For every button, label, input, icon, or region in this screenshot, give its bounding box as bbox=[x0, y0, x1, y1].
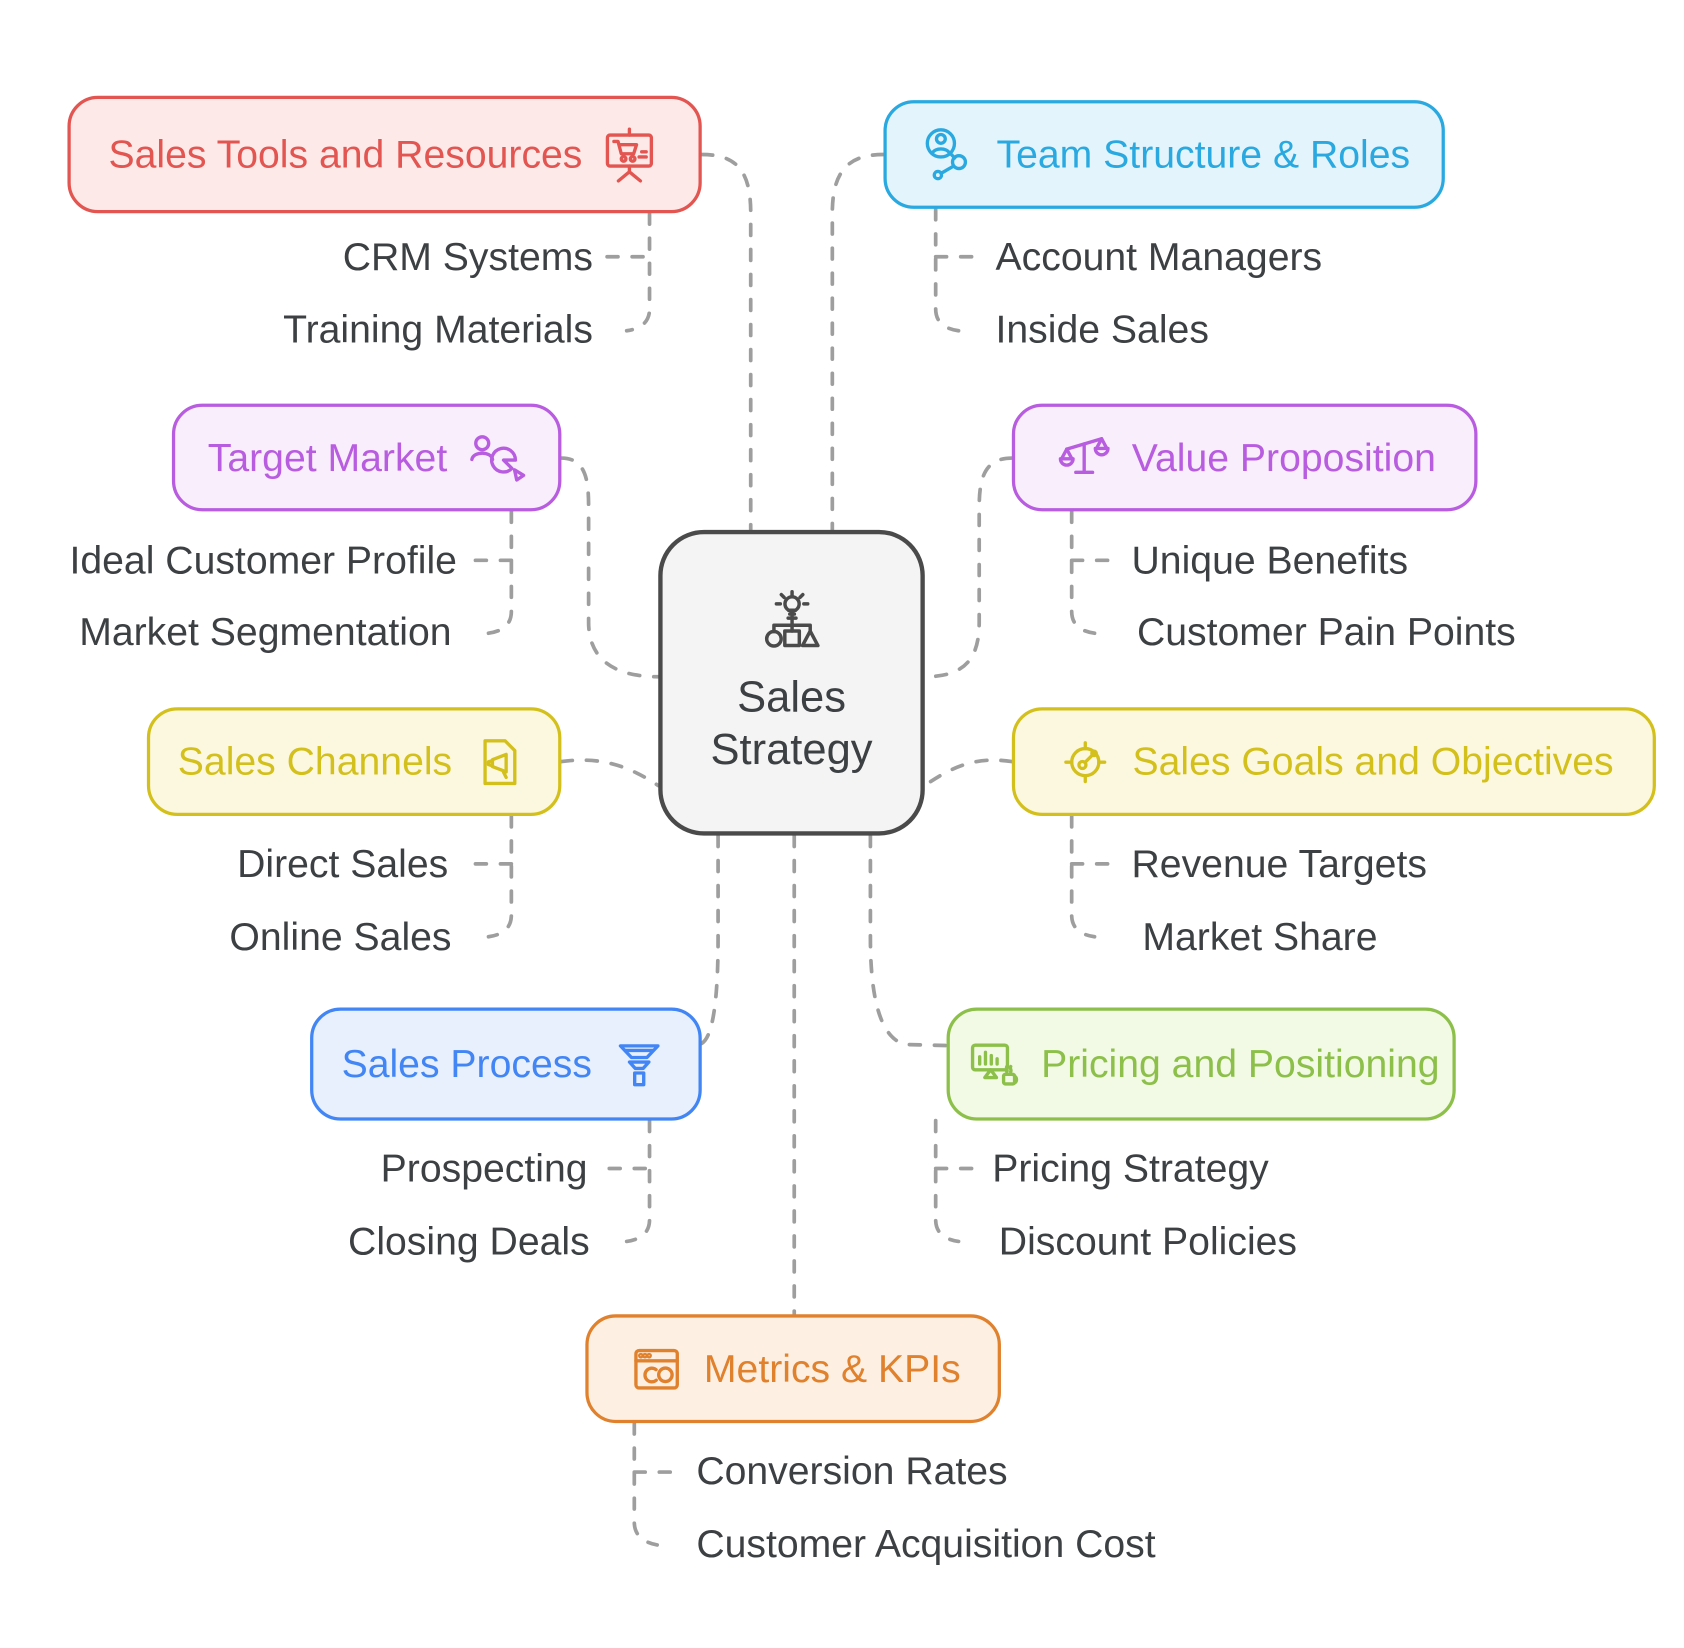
child-crm-systems[interactable]: CRM Systems bbox=[342, 233, 593, 279]
child-conversion-rates[interactable]: Conversion Rates bbox=[696, 1448, 1008, 1493]
connector-center-to-pricing bbox=[868, 833, 949, 1048]
connector-metrics-children bbox=[632, 1421, 660, 1547]
child-prospecting[interactable]: Prospecting bbox=[380, 1145, 588, 1191]
node-label: Value Proposition bbox=[1131, 434, 1436, 480]
browser-analytics-icon bbox=[626, 1338, 688, 1400]
child-training-materials[interactable]: Training Materials bbox=[283, 306, 593, 352]
node-sales-channels[interactable]: Sales Channels bbox=[146, 707, 562, 817]
connector-value-to-center bbox=[922, 456, 1014, 679]
node-label: Team Structure & Roles bbox=[996, 131, 1411, 177]
presentation-easel-cart-icon bbox=[599, 123, 661, 185]
child-market-share[interactable]: Market Share bbox=[1142, 913, 1378, 959]
connector-goals-to-center bbox=[922, 758, 1014, 788]
child-discount-policies[interactable]: Discount Policies bbox=[998, 1218, 1298, 1264]
connector-goals-children bbox=[1069, 814, 1097, 939]
central-label-line2: Strategy bbox=[710, 725, 873, 774]
connector-team-children bbox=[933, 207, 961, 333]
child-pricing-strategy[interactable]: Pricing Strategy bbox=[992, 1145, 1269, 1191]
child-unique-benefits[interactable]: Unique Benefits bbox=[1131, 537, 1409, 583]
child-revenue-targets[interactable]: Revenue Targets bbox=[1131, 841, 1427, 886]
connector-channels-children bbox=[486, 814, 514, 939]
person-pie-chart-icon bbox=[464, 426, 526, 488]
connector-tools-children bbox=[624, 211, 652, 333]
monitor-chart-coffee-icon bbox=[963, 1033, 1025, 1095]
connector-process-children bbox=[624, 1118, 652, 1244]
child-customer-acquisition-cost[interactable]: Customer Acquisition Cost bbox=[696, 1521, 1156, 1566]
connector-team-to-center bbox=[830, 152, 886, 532]
child-inside-sales[interactable]: Inside Sales bbox=[995, 306, 1209, 352]
lightbulb-org-chart-icon bbox=[757, 590, 827, 660]
child-customer-pain-points[interactable]: Customer Pain Points bbox=[1136, 609, 1516, 654]
child-ideal-customer-profile[interactable]: Ideal Customer Profile bbox=[69, 537, 457, 583]
node-label: Target Market bbox=[207, 434, 448, 480]
node-label: Sales Goals and Objectives bbox=[1132, 738, 1614, 784]
connector-channels-to-center bbox=[559, 758, 661, 788]
node-sales-strategy[interactable]: Sales Strategy bbox=[658, 529, 925, 836]
document-megaphone-icon bbox=[468, 731, 530, 793]
connector-tools-to-center bbox=[699, 152, 753, 532]
node-label: Sales Process bbox=[341, 1041, 592, 1086]
target-gauge-icon bbox=[1054, 731, 1116, 793]
node-sales-process[interactable]: Sales Process bbox=[310, 1007, 702, 1121]
funnel-icon bbox=[608, 1033, 670, 1095]
node-label: Pricing and Positioning bbox=[1041, 1041, 1440, 1086]
node-pricing-and-positioning[interactable]: Pricing and Positioning bbox=[946, 1007, 1456, 1121]
child-direct-sales[interactable]: Direct Sales bbox=[237, 841, 449, 886]
balance-scale-icon bbox=[1053, 426, 1115, 488]
node-label: Metrics & KPIs bbox=[703, 1345, 961, 1391]
child-online-sales[interactable]: Online Sales bbox=[229, 913, 452, 959]
node-label: Sales Tools and Resources bbox=[108, 131, 583, 177]
connector-pricing-children bbox=[933, 1118, 961, 1244]
node-team-structure-roles[interactable]: Team Structure & Roles bbox=[883, 100, 1445, 209]
central-label-line1: Sales bbox=[737, 673, 846, 722]
node-sales-goals-and-objectives[interactable]: Sales Goals and Objectives bbox=[1011, 707, 1656, 817]
node-sales-tools-and-resources[interactable]: Sales Tools and Resources bbox=[67, 95, 702, 214]
child-closing-deals[interactable]: Closing Deals bbox=[348, 1218, 590, 1264]
node-metrics-and-kpis[interactable]: Metrics & KPIs bbox=[585, 1314, 1001, 1424]
connector-target-children bbox=[486, 509, 514, 636]
person-network-icon bbox=[918, 123, 980, 185]
node-label: Sales Channels bbox=[177, 738, 453, 784]
child-account-managers[interactable]: Account Managers bbox=[995, 233, 1323, 279]
node-target-market[interactable]: Target Market bbox=[171, 403, 562, 512]
connector-center-to-process bbox=[699, 833, 720, 1046]
connector-target-to-center bbox=[559, 456, 661, 679]
child-market-segmentation[interactable]: Market Segmentation bbox=[79, 609, 452, 654]
connector-value-children bbox=[1069, 509, 1097, 636]
node-value-proposition[interactable]: Value Proposition bbox=[1011, 403, 1478, 512]
